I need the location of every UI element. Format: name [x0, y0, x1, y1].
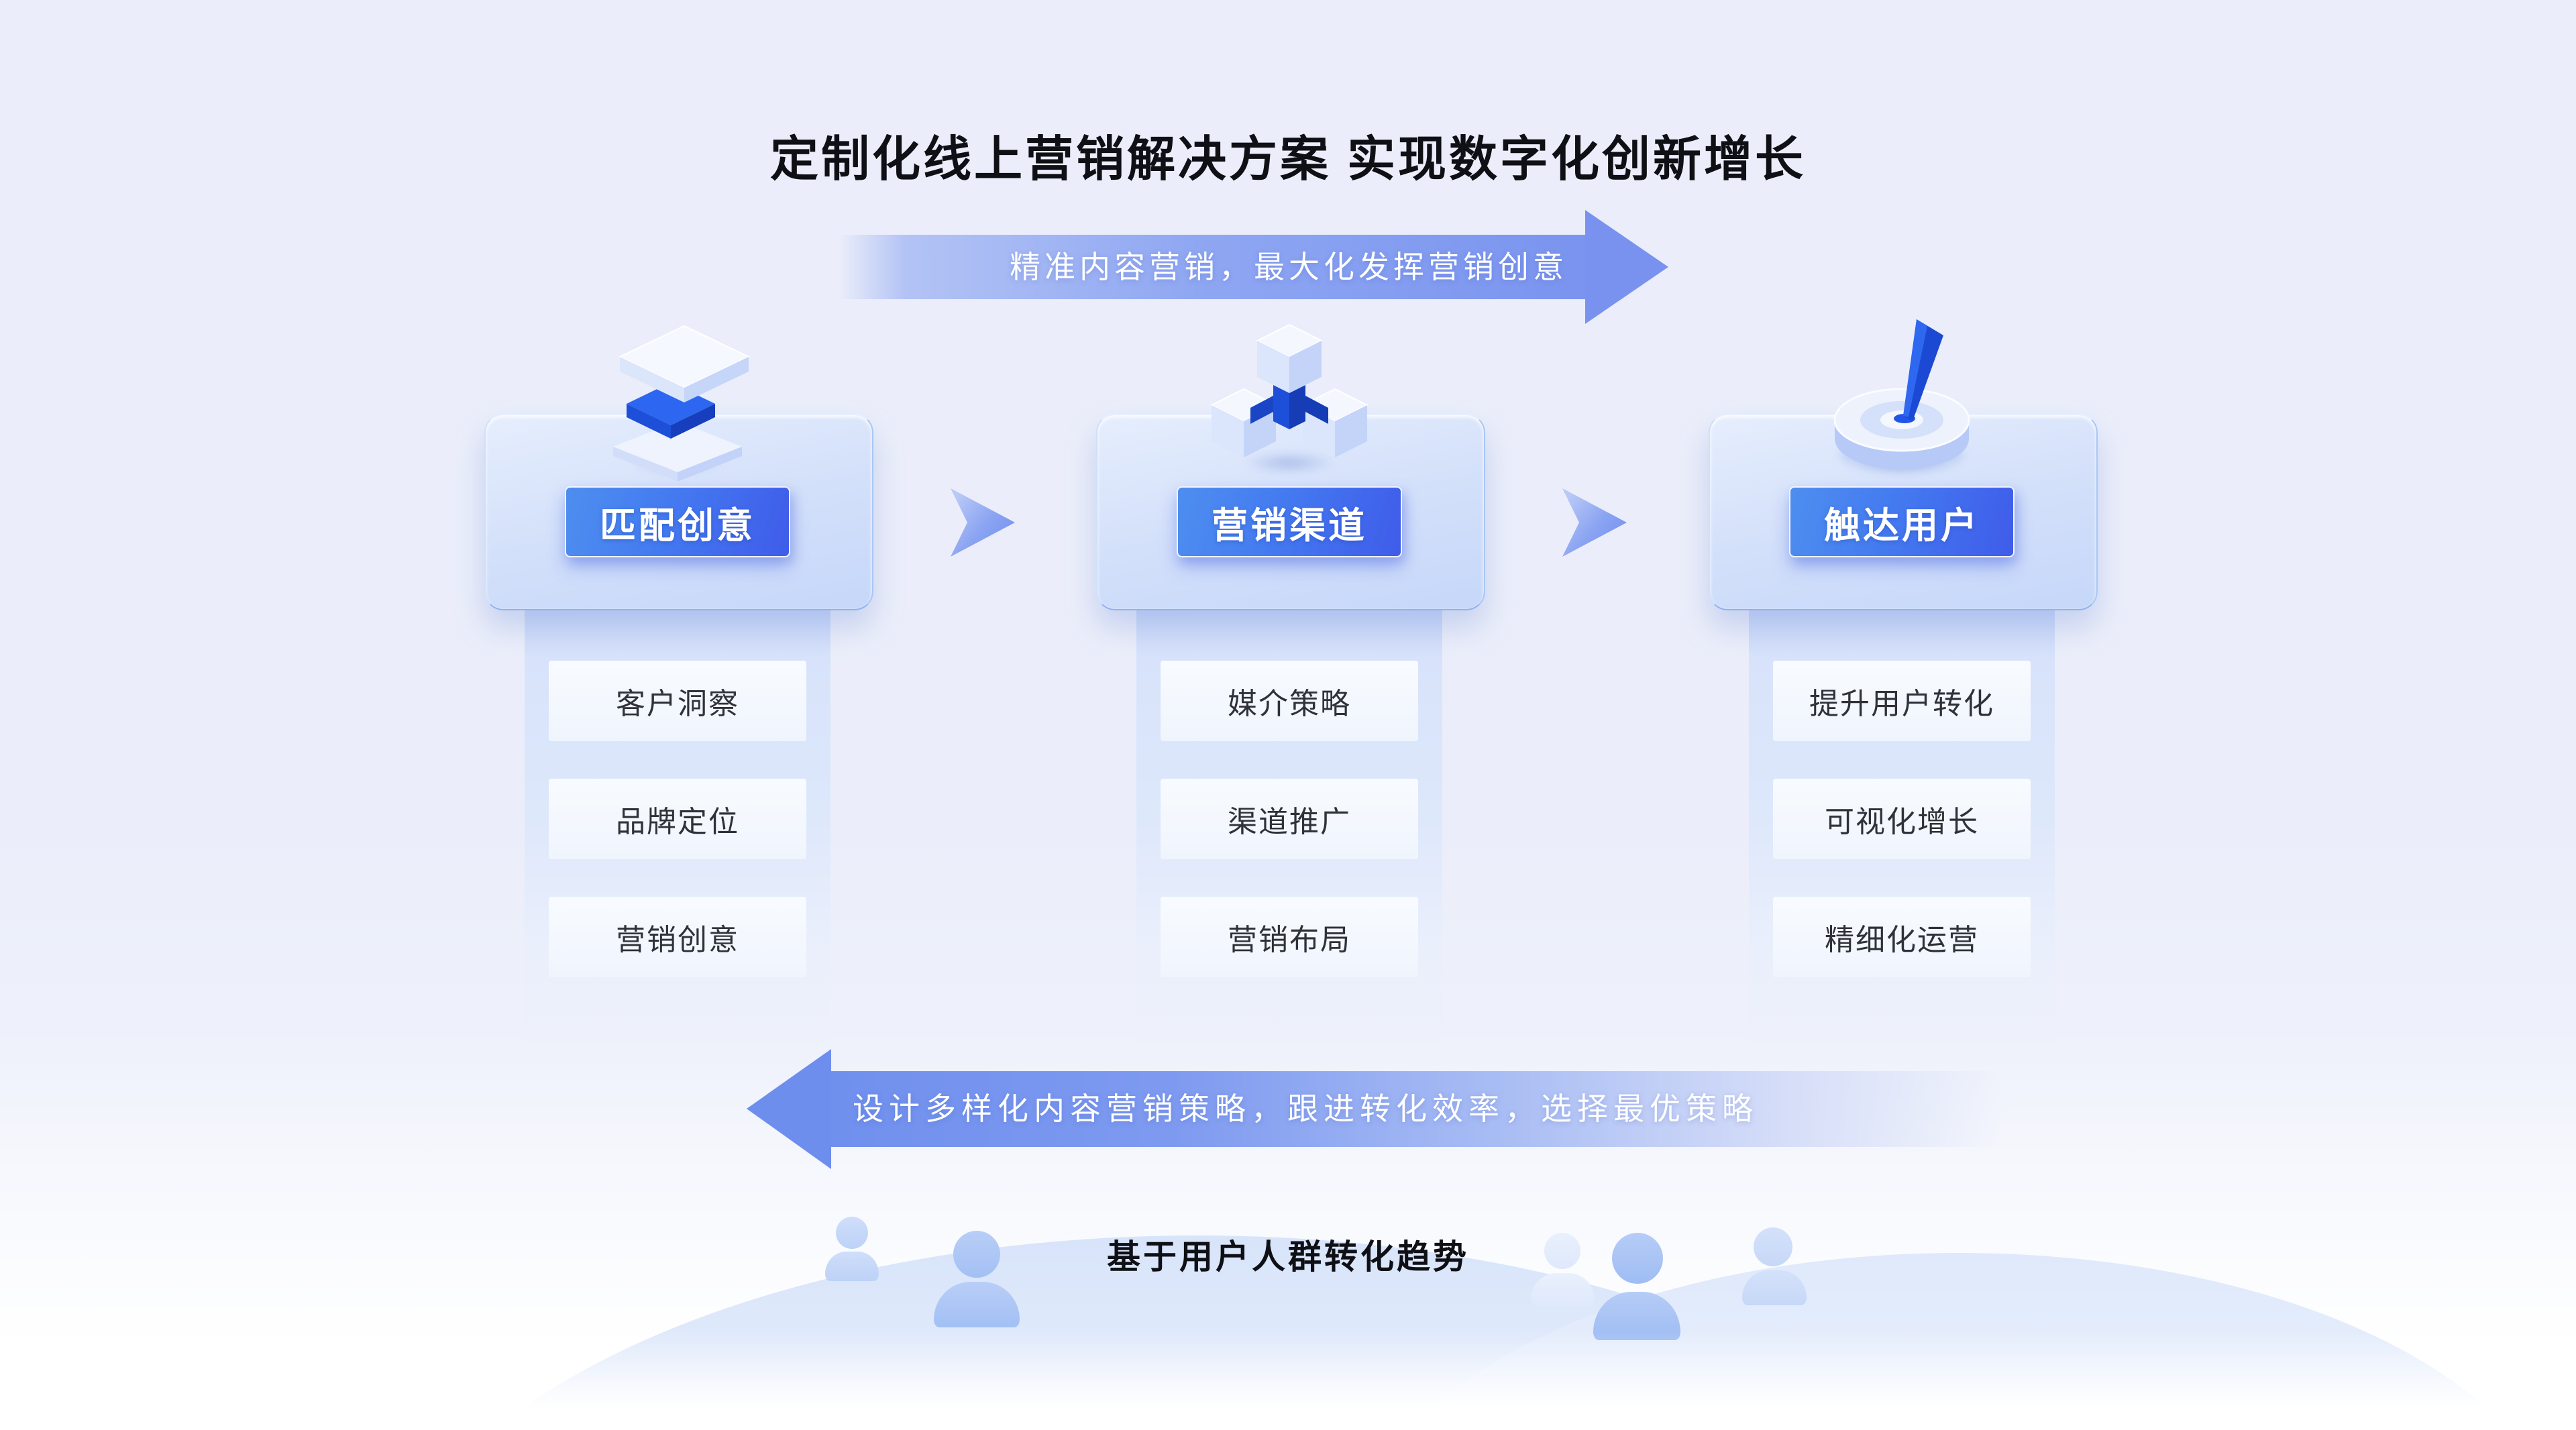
footer-caption: 基于用户人群转化趋势 — [1107, 1238, 1469, 1276]
stage-column-users: 触达用户 提升用户转化 可视化增长 精细化运营 — [1709, 0, 2098, 1430]
cubes-network-icon — [1202, 315, 1377, 483]
flow-chevron-icon — [951, 488, 1015, 557]
top-flow-arrow-label: 精准内容营销，最大化发挥营销创意 — [1010, 250, 1568, 284]
list-item: 精细化运营 — [1773, 897, 2031, 977]
stage-header-button[interactable]: 匹配创意 — [565, 486, 790, 557]
page-title: 定制化线上营销解决方案 实现数字化创新增长 — [769, 133, 1806, 186]
list-item: 客户洞察 — [549, 661, 806, 741]
stage-column-channels: 营销渠道 媒介策略 渠道推广 营销布局 — [1096, 0, 1485, 1430]
bottom-fade — [0, 1331, 2576, 1430]
top-flow-arrow: 精准内容营销，最大化发挥营销创意 — [838, 210, 1668, 324]
list-item: 渠道推广 — [1161, 779, 1418, 859]
stage-column-creative: 匹配创意 客户洞察 品牌定位 营销创意 — [484, 0, 873, 1430]
stage-header-button[interactable]: 营销渠道 — [1177, 486, 1402, 557]
bottom-feedback-arrow: 设计多样化内容营销策略，跟进转化效率，选择最优策略 — [747, 1049, 2053, 1169]
stage-header-button[interactable]: 触达用户 — [1789, 486, 2015, 557]
bottom-feedback-arrow-label: 设计多样化内容营销策略，跟进转化效率，选择最优策略 — [853, 1091, 1758, 1126]
list-item: 媒介策略 — [1161, 661, 1418, 741]
layers-stack-icon — [590, 315, 765, 483]
target-dart-icon — [1815, 315, 1989, 483]
list-item: 营销布局 — [1161, 897, 1418, 977]
list-item: 提升用户转化 — [1773, 661, 2031, 741]
list-item: 品牌定位 — [549, 779, 806, 859]
flow-chevron-icon — [1562, 488, 1627, 557]
list-item: 可视化增长 — [1773, 779, 2031, 859]
list-item: 营销创意 — [549, 897, 806, 977]
